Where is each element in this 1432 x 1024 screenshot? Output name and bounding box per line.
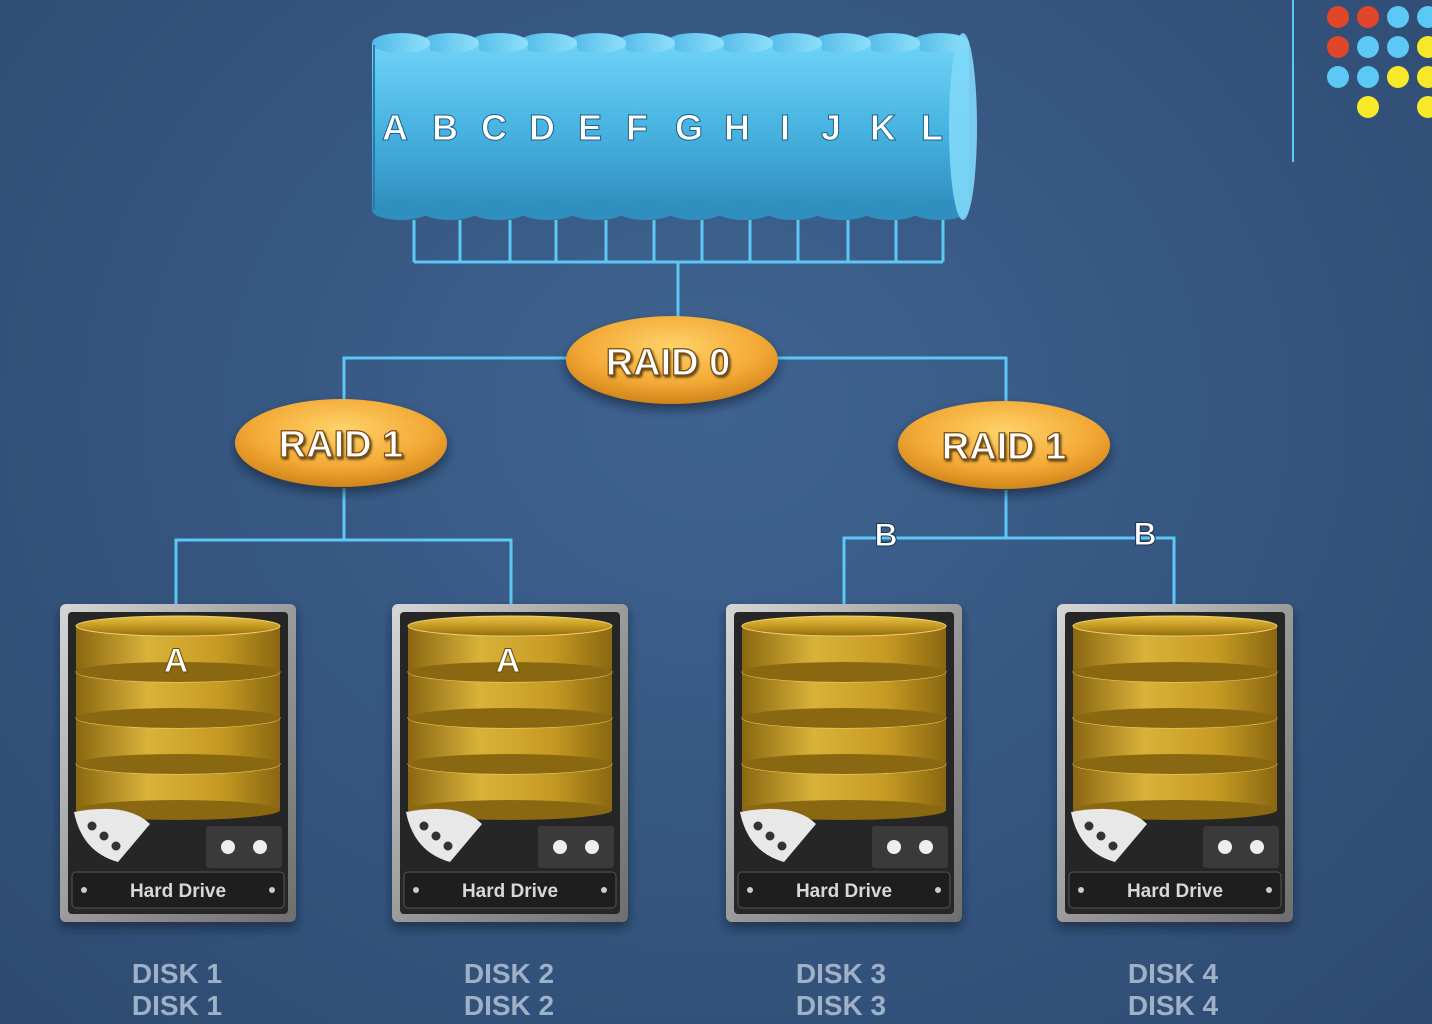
stripe-segment xyxy=(862,33,920,220)
stripe-segment xyxy=(470,33,528,220)
decorative-dot xyxy=(1327,66,1349,88)
status-led xyxy=(585,840,599,854)
decorative-dot xyxy=(1357,66,1379,88)
stripe-segment xyxy=(617,33,675,220)
hard-drive-1: A Hard Drive xyxy=(60,604,296,922)
hard-drive-4: Hard Drive xyxy=(1057,604,1293,922)
raid0-label: RAID 0 xyxy=(606,342,731,384)
status-led xyxy=(553,840,567,854)
hard-drive-2: A Hard Drive xyxy=(392,604,628,922)
decorative-dot xyxy=(1417,6,1432,28)
raid1-left-node xyxy=(235,399,447,487)
disk-label: DISK 3 xyxy=(795,958,887,989)
stripe-letter: B xyxy=(432,107,458,148)
stripe-segment xyxy=(519,33,577,220)
disk-label: DISK 4 xyxy=(1127,990,1219,1021)
stripe-letter: A xyxy=(382,107,408,148)
platter-label: A xyxy=(164,642,189,680)
hard-drive-3: Hard Drive xyxy=(726,604,962,922)
disk-label: DISK 2 xyxy=(463,958,555,989)
status-led xyxy=(887,840,901,854)
branch-label-left: B xyxy=(874,517,897,553)
status-led xyxy=(1250,840,1264,854)
status-led xyxy=(253,840,267,854)
hard-drives: A Hard Drive A Hard Drive Hard Drive Hard Dri… xyxy=(60,604,1293,922)
disk-label: DISK 3 xyxy=(795,990,887,1021)
disk-label: DISK 4 xyxy=(1127,958,1219,989)
stripe-bus-connectors xyxy=(412,220,945,264)
decorative-dot xyxy=(1417,96,1432,118)
connector-lines xyxy=(174,262,1176,604)
decorative-dot-grid xyxy=(1327,6,1432,118)
status-led xyxy=(221,840,235,854)
decorative-dot xyxy=(1417,66,1432,88)
cylinder-end-cap xyxy=(949,33,977,220)
status-led xyxy=(919,840,933,854)
platter-label: A xyxy=(496,642,521,680)
raid1-right-node xyxy=(898,401,1110,489)
stripe-letter: C xyxy=(481,107,507,148)
stripe-segment xyxy=(421,33,479,220)
decorative-dot xyxy=(1357,96,1379,118)
disk-label: DISK 1 xyxy=(131,990,223,1021)
raid1-right-label: RAID 1 xyxy=(942,426,1067,468)
stripe-letter: J xyxy=(821,107,841,148)
stripe-segment xyxy=(715,33,773,220)
stripe-segment xyxy=(568,33,626,220)
decorative-dot xyxy=(1357,36,1379,58)
stripe-letter: K xyxy=(870,107,896,148)
stripe-letter: E xyxy=(578,107,602,148)
raid0-node xyxy=(566,316,778,404)
disk-label: DISK 2 xyxy=(463,990,555,1021)
disk-label: DISK 1 xyxy=(131,958,223,989)
decorative-dot xyxy=(1417,36,1432,58)
decorative-dot xyxy=(1387,36,1409,58)
decorative-dot xyxy=(1387,66,1409,88)
stripe-letter: L xyxy=(921,107,943,148)
stripe-letter: G xyxy=(675,107,703,148)
hard-drive-caption: Hard Drive xyxy=(1127,881,1223,902)
branch-label-right: B xyxy=(1133,516,1156,552)
stripe-segment xyxy=(764,33,822,220)
stripe-letter: H xyxy=(724,107,750,148)
decorative-dot xyxy=(1387,6,1409,28)
stripe-segment xyxy=(813,33,871,220)
decorative-dot xyxy=(1327,6,1349,28)
decorative-dot xyxy=(1327,36,1349,58)
hard-drive-caption: Hard Drive xyxy=(796,881,892,902)
stripe-segment xyxy=(666,33,724,220)
decorative-dot xyxy=(1357,6,1379,28)
status-led xyxy=(1218,840,1232,854)
stripe-letter: F xyxy=(626,107,648,148)
stripe-letter: D xyxy=(529,107,555,148)
stripe-letter: I xyxy=(780,107,790,148)
hard-drive-caption: Hard Drive xyxy=(130,881,226,902)
raid1-left-label: RAID 1 xyxy=(279,424,404,466)
stripe-segment xyxy=(372,33,430,220)
hard-drive-caption: Hard Drive xyxy=(462,881,558,902)
